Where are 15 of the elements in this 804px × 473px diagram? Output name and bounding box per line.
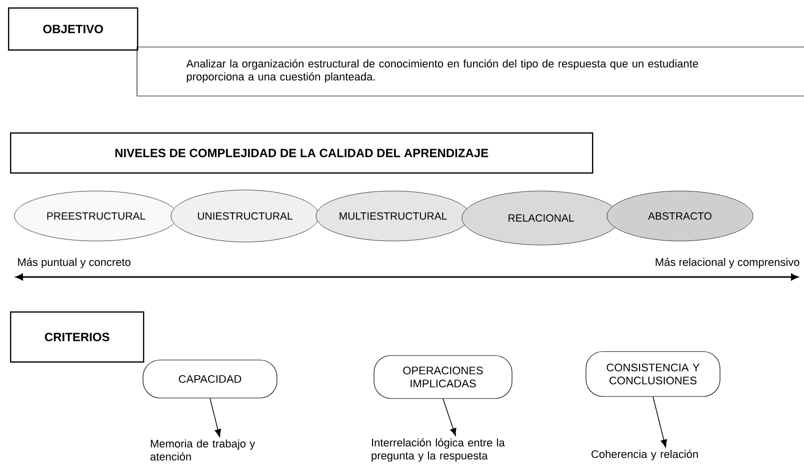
scale-end-label: Más relacional y comprensivo (656, 258, 800, 268)
criterion-box: CONSISTENCIA Y CONCLUSIONES (586, 351, 720, 397)
criterion-text: Coherencia y relación (592, 450, 698, 460)
section-heading-box: OBJETIVO (8, 7, 138, 51)
scale-end-label: Más puntual y concreto (18, 258, 130, 268)
arrow (442, 398, 456, 436)
section-heading-box: NIVELES DE COMPLEJIDAD DE LA CALIDAD DEL APRENDIZAJE (10, 132, 594, 174)
arrow (210, 398, 222, 438)
objective-text-box: Analizar la organización estructural de conocimiento en función del tipo de respuesta que un estudiante proporciona a una cuestión planteada. (136, 46, 804, 96)
section-heading-box: CRITERIOS (10, 311, 144, 363)
criterion-box: OPERACIONES IMPLICADAS (374, 355, 512, 399)
arrow (652, 396, 668, 448)
criterion-text: Interrelación lógica entre la pregunta y la respuesta (372, 438, 505, 462)
criterion-box: CAPACIDAD (142, 360, 278, 398)
criterion-text: Memoria de trabajo y atención (150, 439, 256, 461)
